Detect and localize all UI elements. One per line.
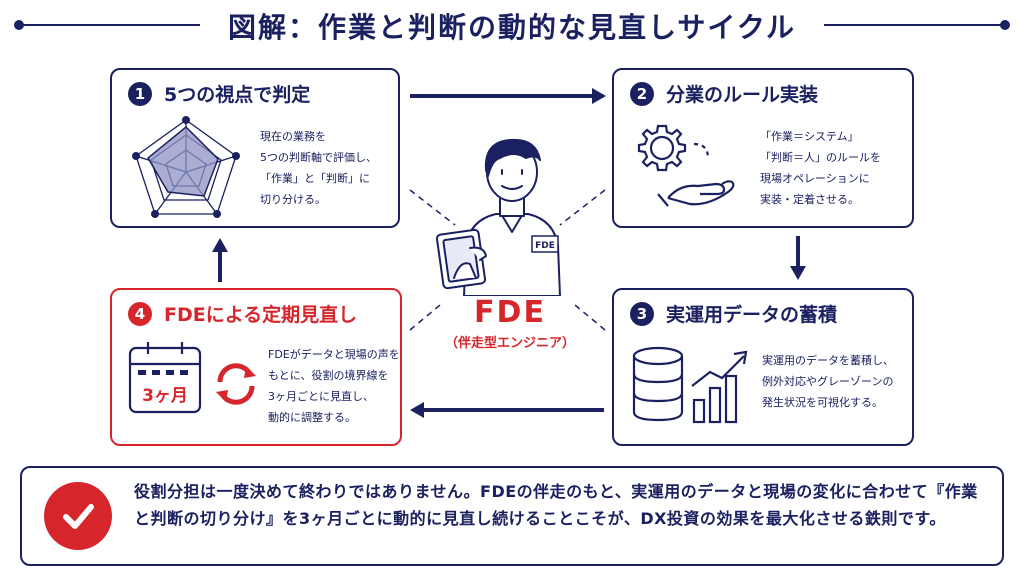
step-number-3: 3 [630, 301, 654, 326]
step-desc-1-line: 「作業」と「判断」に [260, 172, 370, 185]
title-dot-right [1000, 20, 1010, 30]
step-card-4: 4 FDEによる定期見直し 3ヶ月 FDEがデータと現場の声を もとに、役割の境… [110, 288, 402, 446]
fde-badge-text: FDE [535, 241, 555, 251]
check-circle [44, 482, 112, 550]
title-row: 図解：作業と判断の動的な見直しサイクル [0, 0, 1024, 50]
step-number-2: 2 [630, 81, 654, 106]
step-desc-1-line: 切り分ける。 [260, 193, 326, 206]
title-line-left [20, 24, 200, 26]
step-desc-4-line: 動的に調整する。 [268, 411, 356, 424]
step-desc-2: 「作業＝システム」 「判断＝人」のルールを 現場オペレーションに 実装・定着させ… [760, 126, 881, 210]
step-desc-2-line: 実装・定着させる。 [760, 193, 859, 206]
step-desc-3: 実運用のデータを蓄積し、 例外対応やグレーゾーンの 発生状況を可視化する。 [762, 350, 894, 413]
step-desc-1-line: 現在の業務を [260, 130, 326, 143]
step-desc-1: 現在の業務を 5つの判断軸で評価し、 「作業」と「判断」に 切り分ける。 [260, 126, 377, 210]
title-dot-left [14, 20, 24, 30]
fde-label: FDE [474, 295, 546, 330]
step-desc-3-line: 実運用のデータを蓄積し、 [762, 354, 894, 367]
step-desc-2-line: 「作業＝システム」 [760, 130, 859, 143]
step-desc-3-line: 発生状況を可視化する。 [762, 396, 883, 409]
step-desc-1-line: 5つの判断軸で評価し、 [260, 151, 377, 164]
page-title: 図解：作業と判断の動的な見直しサイクル [227, 11, 797, 44]
arrow-right-head [592, 88, 606, 104]
arrow-down-head [790, 266, 806, 280]
step-title-1: 5つの視点で判定 [164, 84, 311, 106]
step-desc-4-line: FDEがデータと現場の声を [268, 348, 400, 361]
arrow-up-head [212, 238, 228, 252]
arrow-left-head [410, 402, 424, 418]
step-header-1: 1 5つの視点で判定 [128, 80, 310, 107]
step-title-4: FDEによる定期見直し [164, 304, 358, 326]
check-icon [63, 504, 94, 529]
fde-badge [531, 235, 559, 253]
fde-sublabel: （伴走型エンジニア） [444, 336, 575, 351]
summary-text: 役割分担は一度決めて終わりではありません。FDEの伴走のもと、実運用のデータと現… [134, 482, 978, 528]
calendar-icon: 3ヶ月 [128, 342, 202, 414]
step-card-3: 3 実運用データの蓄積 実運用のデータを蓄積し、 例外対応やグレーゾーンの 発生… [612, 288, 914, 446]
step-number-1: 1 [128, 81, 152, 106]
step-header-2: 2 分業のルール実装 [630, 80, 818, 107]
step-desc-3-line: 例外対応やグレーゾーンの [762, 375, 894, 388]
step-desc-4-line: もとに、役割の境界線を [268, 369, 389, 382]
summary-box: 役割分担は一度決めて終わりではありません。FDEの伴走のもと、実運用のデータと現… [20, 466, 1004, 566]
step-desc-4: FDEがデータと現場の声を もとに、役割の境界線を 3ヶ月ごとに見直し、 動的に… [268, 344, 400, 428]
radar-chart-icon [132, 116, 240, 218]
database-growth-icon [632, 346, 748, 424]
gear-hand-icon [637, 124, 735, 207]
step-desc-4-line: 3ヶ月ごとに見直し、 [268, 390, 374, 403]
title-line-right [824, 24, 1004, 26]
step-card-2: 2 分業のルール実装 「作業＝システム」 「判断＝人」のルールを 現場オペレーシ… [612, 68, 914, 228]
step-title-3: 実運用データの蓄積 [666, 304, 838, 326]
engineer-figure: FDE [435, 138, 561, 296]
step-desc-2-line: 現場オペレーションに [760, 172, 870, 185]
connector-dashes [409, 189, 606, 331]
calendar-label: 3ヶ月 [142, 386, 188, 406]
step-desc-2-line: 「判断＝人」のルールを [760, 151, 881, 164]
step-header-4: 4 FDEによる定期見直し [128, 300, 357, 327]
step-card-1: 1 5つの視点で判定 現在の業務を 5つの判断軸で評価し、 「作業」と「判断」に… [110, 68, 400, 228]
refresh-cycle-icon [216, 363, 256, 405]
step-number-4: 4 [128, 301, 152, 326]
step-header-3: 3 実運用データの蓄積 [630, 300, 837, 327]
step-title-2: 分業のルール実装 [666, 84, 819, 106]
